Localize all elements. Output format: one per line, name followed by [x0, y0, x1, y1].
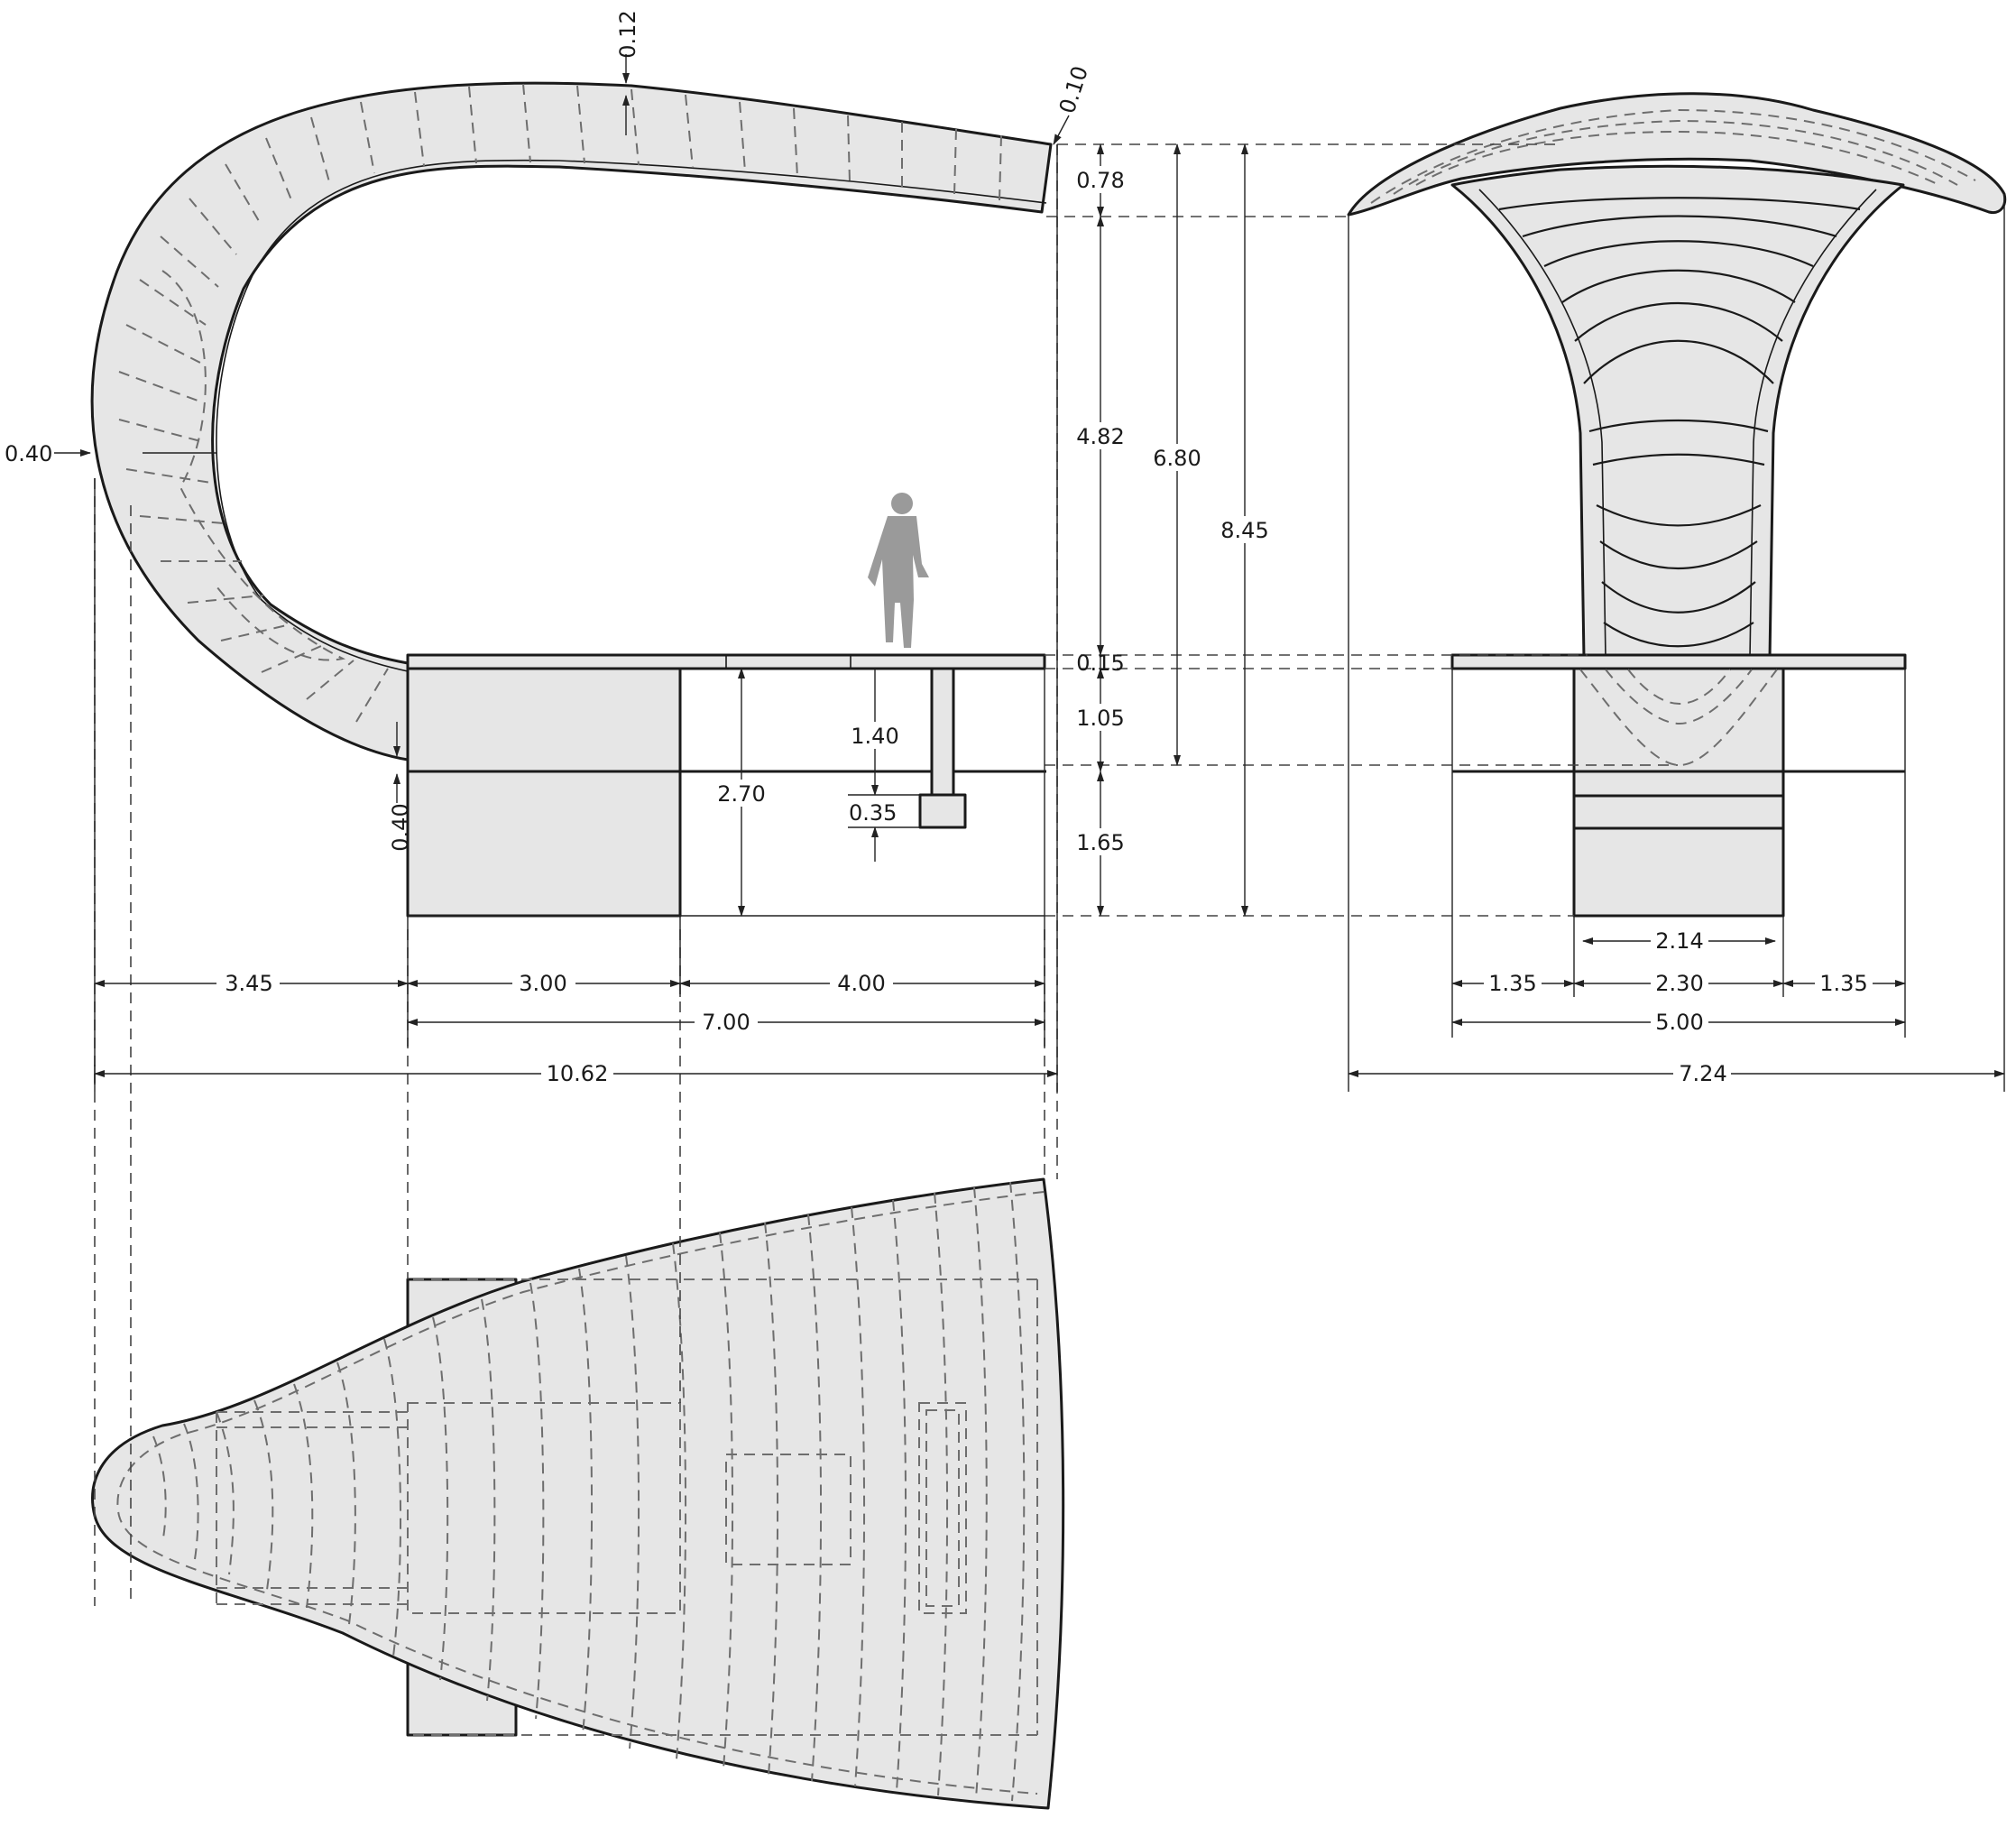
- front-base: [1572, 667, 1785, 918]
- plan-view: [91, 1177, 1065, 1810]
- plinth-lower: [406, 770, 682, 918]
- dim-clear-height: 4.82: [1076, 424, 1124, 449]
- dim-canopy-level: 6.80: [1153, 446, 1201, 471]
- dim-side-thickness: 0.40: [5, 441, 52, 466]
- dimension-labels: 0.12 0.10 0.40 0.78 4.82 6.80 8.45 0.15 …: [5, 10, 1873, 1088]
- human-silhouette-icon: [868, 493, 929, 648]
- front-elevation: [1347, 92, 2007, 918]
- dim-cantilever: 4.00: [837, 971, 885, 996]
- dim-left-reach: 3.45: [225, 971, 272, 996]
- dim-canopy-height: 0.78: [1076, 168, 1124, 193]
- extension-lines: [94, 144, 2005, 1092]
- shell-inner-line: [216, 159, 1047, 672]
- dim-side-left: 1.35: [1488, 971, 1536, 996]
- dim-plinth-width: 3.00: [519, 971, 566, 996]
- dim-ground-depth: 1.65: [1076, 830, 1124, 855]
- dim-side-right: 1.35: [1819, 971, 1867, 996]
- side-elevation: [90, 81, 1053, 918]
- dim-overall-width: 7.24: [1679, 1061, 1726, 1086]
- shell-ribs: [118, 83, 1002, 723]
- dim-post-base: 0.35: [849, 800, 897, 826]
- canopy-hidden-lines: [1370, 108, 1976, 204]
- dim-top-thickness: 0.12: [615, 10, 640, 58]
- dim-post-height: 1.40: [851, 724, 898, 749]
- column-outer: [1450, 164, 1905, 660]
- dim-deck-thickness: 0.15: [1076, 651, 1124, 676]
- post-foot: [918, 793, 967, 829]
- plinth-upper: [406, 666, 682, 773]
- dim-core-inner: 2.14: [1655, 928, 1703, 954]
- support-post: [930, 667, 955, 797]
- dim-core-width: 2.30: [1655, 971, 1703, 996]
- column-contours: [1498, 197, 1861, 648]
- dim-deck-width: 5.00: [1655, 1010, 1703, 1035]
- plan-shell: [91, 1177, 1065, 1810]
- dim-plinth-height: 2.70: [717, 781, 765, 807]
- dim-lower-thickness: 0.40: [388, 803, 413, 851]
- dim-total-height: 8.45: [1220, 518, 1268, 543]
- dim-deck-length: 7.00: [702, 1010, 750, 1035]
- front-deck: [1450, 653, 1907, 670]
- dim-deck-to-ground: 1.05: [1076, 706, 1124, 731]
- dim-overall-length: 10.62: [547, 1061, 609, 1086]
- column-inner: [1478, 189, 1877, 658]
- dim-tip-thickness: 0.10: [1054, 63, 1093, 116]
